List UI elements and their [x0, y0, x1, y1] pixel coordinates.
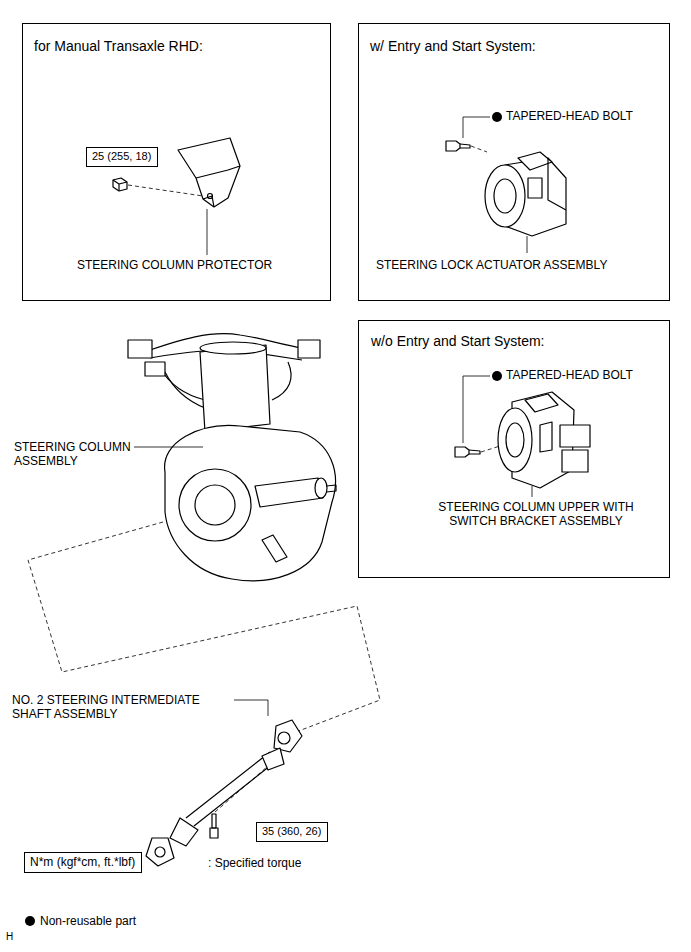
steering-lock-actuator — [548, 158, 566, 210]
legend-text: Non-reusable part — [40, 914, 136, 928]
part-name: TAPERED-HEAD BOLT — [506, 368, 666, 382]
leader-line — [527, 236, 528, 253]
torque-unit: N*m (kgf*cm, ft.*lbf) — [30, 855, 135, 869]
part-name: NO. 2 STEERING INTERMEDIATE SHAFT ASSEMB… — [12, 693, 232, 722]
leader-line — [207, 209, 208, 255]
panel-heading: for Manual Transaxle RHD: — [34, 38, 324, 55]
leader-line — [463, 376, 490, 443]
steering-column-assembly — [200, 345, 270, 432]
bolt — [113, 178, 127, 191]
tapered-head-bolt — [460, 144, 470, 148]
steering-column-upper-bracket — [498, 392, 590, 488]
intermediate-shaft — [170, 818, 198, 846]
steering-column-assembly — [272, 362, 291, 400]
intermediate-shaft — [155, 847, 165, 857]
torque-box: 25 (255, 18) — [86, 147, 158, 167]
steering-column-upper-bracket — [525, 394, 558, 412]
figure-code: H — [6, 931, 36, 943]
bolt — [210, 828, 218, 838]
steering-column-upper-bracket — [562, 450, 588, 472]
steering-lock-actuator — [528, 178, 542, 198]
torque-legend-box: N*m (kgf*cm, ft.*lbf) — [24, 852, 142, 873]
steering-column-assembly — [195, 485, 235, 525]
intermediate-shaft — [262, 748, 284, 770]
tapered-head-bolt — [446, 141, 470, 151]
non-reusable-symbol — [492, 371, 502, 381]
steering-column-assembly — [315, 478, 327, 498]
tapered-head-bolt — [455, 447, 469, 457]
intermediate-shaft — [146, 720, 302, 866]
leader-line — [234, 700, 268, 716]
steering-column-assembly — [165, 372, 205, 408]
steering-column-protector — [178, 138, 240, 207]
bolt — [210, 814, 218, 838]
leader-line — [532, 486, 533, 497]
dashed-guide — [471, 146, 487, 152]
steering-column-assembly — [145, 362, 165, 376]
leader-line — [134, 447, 203, 448]
steering-column-assembly — [298, 340, 320, 358]
intermediate-shaft — [274, 720, 302, 752]
steering-lock-actuator — [494, 179, 516, 213]
variant-panel: for Manual Transaxle RHD: STEERING COLUMN… — [22, 23, 331, 301]
steering-column-protector — [208, 194, 213, 199]
torque-value: 25 (255, 18) — [92, 150, 151, 163]
steering-column-upper-bracket — [560, 425, 590, 447]
leader-line — [463, 117, 490, 138]
steering-column-assembly — [326, 485, 336, 492]
steering-column-assembly — [179, 469, 251, 541]
bolt — [113, 180, 127, 191]
torque-box: 35 (360, 26) — [256, 822, 328, 842]
steering-column-assembly — [262, 535, 287, 562]
part-name: STEERING COLUMN PROTECTOR — [77, 258, 317, 272]
non-reusable-symbol — [24, 915, 36, 927]
non-reusable-symbol — [25, 916, 35, 926]
intermediate-shaft — [278, 732, 290, 744]
steering-column-assembly — [255, 478, 323, 507]
part-name: STEERING COLUMN ASSEMBLY — [14, 440, 134, 469]
torque-value: 35 (360, 26) — [262, 825, 321, 838]
legend-item: Non-reusable part — [24, 911, 136, 929]
panel-heading: w/o Entry and Start System: — [371, 333, 661, 350]
variant-panel: w/o Entry and Start System: TAPERED-HEAD … — [358, 320, 670, 578]
steering-column-upper-bracket — [498, 408, 532, 472]
part-name: STEERING LOCK ACTUATOR ASSEMBLY — [376, 258, 666, 272]
panel-heading: w/ Entry and Start System: — [370, 38, 660, 55]
part-name: STEERING COLUMN UPPER WITH SWITCH BRACKE… — [420, 500, 652, 529]
bolt — [212, 814, 216, 828]
tapered-head-bolt — [446, 141, 460, 151]
variant-panel: w/ Entry and Start System: TAPERED-HEAD B… — [358, 23, 670, 301]
dashed-guide — [128, 185, 203, 196]
steering-column-assembly — [128, 334, 336, 581]
steering-column-protector — [196, 166, 240, 178]
steering-lock-actuator — [485, 152, 566, 236]
steering-lock-actuator — [518, 152, 552, 170]
part-name: TAPERED-HEAD BOLT — [506, 109, 666, 123]
dashed-guide — [215, 766, 268, 812]
tapered-head-bolt — [469, 450, 480, 454]
steering-column-assembly — [200, 342, 266, 354]
steering-column-upper-bracket — [506, 423, 524, 457]
bolt — [113, 178, 127, 191]
dashed-guide — [481, 446, 500, 452]
legend-text: : Specified torque — [208, 856, 408, 870]
non-reusable-symbol — [492, 112, 502, 122]
tapered-head-bolt — [455, 447, 480, 457]
steering-column-assembly — [128, 340, 152, 358]
steering-column-upper-bracket — [540, 422, 552, 452]
steering-column-protector — [178, 138, 240, 207]
steering-column-assembly — [165, 425, 336, 580]
intermediate-shaft — [146, 838, 174, 866]
steering-lock-actuator — [485, 165, 525, 227]
